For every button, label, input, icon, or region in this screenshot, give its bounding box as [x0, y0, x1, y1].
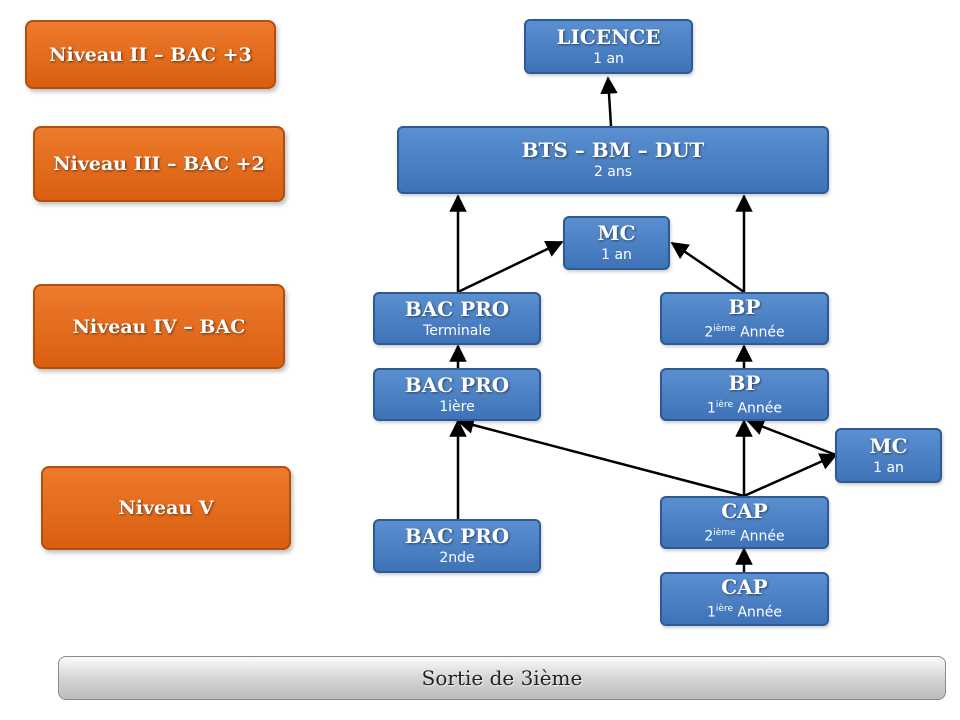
node-bts-title: BTS – BM – DUT [521, 138, 705, 162]
node-mc-top: MC 1 an [563, 216, 670, 270]
level-niveau-3: Niveau III – BAC +2 [33, 126, 285, 202]
node-bp-1-year: 1ière Année [707, 399, 782, 417]
node-bacpro-1iere-year: 1ière [439, 398, 475, 415]
node-bts-bm-dut: BTS – BM – DUT 2 ans [397, 126, 829, 194]
level-niveau-4: Niveau IV – BAC [33, 284, 285, 369]
node-bacpro-1iere-title: BAC PRO [404, 372, 510, 397]
node-bacpro-2nde-title: BAC PRO [404, 524, 510, 548]
node-cap-1-year: 1ière Année [707, 604, 782, 621]
node-cap-2-title: CAP [721, 498, 768, 523]
arrow-bp2-to-mc [670, 241, 745, 294]
arrow-cap2-to-bacpro1 [456, 416, 745, 498]
level-niveau-5: Niveau V [41, 466, 291, 550]
node-bacpro-2nde: BAC PRO 2nde [373, 519, 541, 573]
node-bacpro-2nde-year: 2nde [439, 550, 475, 566]
node-bp-2-title: BP [728, 294, 761, 319]
node-licence-title: LICENCE [556, 24, 661, 49]
node-cap-1: CAP 1ière Année [660, 572, 829, 626]
sortie-de-3ieme-label: Sortie de 3ième [421, 666, 583, 690]
arrow-mc-right-to-bp1 [746, 418, 837, 457]
node-cap-1-title: CAP [721, 575, 768, 600]
node-cap-2-year: 2ième Année [704, 527, 785, 545]
node-bp-1-title: BP [728, 370, 761, 395]
node-mc-right-duration: 1 an [873, 459, 904, 476]
node-bp-1: BP 1ière Année [660, 368, 829, 421]
node-mc-top-duration: 1 an [601, 247, 632, 263]
node-bp-2-year: 2ième Année [704, 323, 785, 341]
node-bacpro-1iere: BAC PRO 1ière [373, 368, 541, 421]
node-licence: LICENCE 1 an [524, 19, 693, 74]
node-bacpro-terminale-title: BAC PRO [404, 296, 510, 321]
sortie-de-3ieme-bar: Sortie de 3ième [58, 656, 946, 700]
node-bacpro-terminale-year: Terminale [423, 322, 491, 339]
node-mc-right-title: MC [869, 433, 908, 458]
node-bp-2: BP 2ième Année [660, 292, 829, 345]
node-bacpro-terminale: BAC PRO Terminale [373, 292, 541, 345]
arrow-cap2-to-mc-right [743, 453, 838, 498]
arrow-bacpro-term-to-mc [457, 240, 564, 294]
node-bts-duration: 2 ans [593, 164, 633, 180]
node-licence-duration: 1 an [593, 50, 624, 67]
node-cap-2: CAP 2ième Année [660, 496, 829, 549]
level-niveau-2: Niveau II – BAC +3 [25, 20, 276, 89]
node-mc-top-title: MC [597, 221, 636, 245]
arrow-bts-to-licence [600, 76, 618, 127]
node-mc-right: MC 1 an [835, 428, 942, 483]
